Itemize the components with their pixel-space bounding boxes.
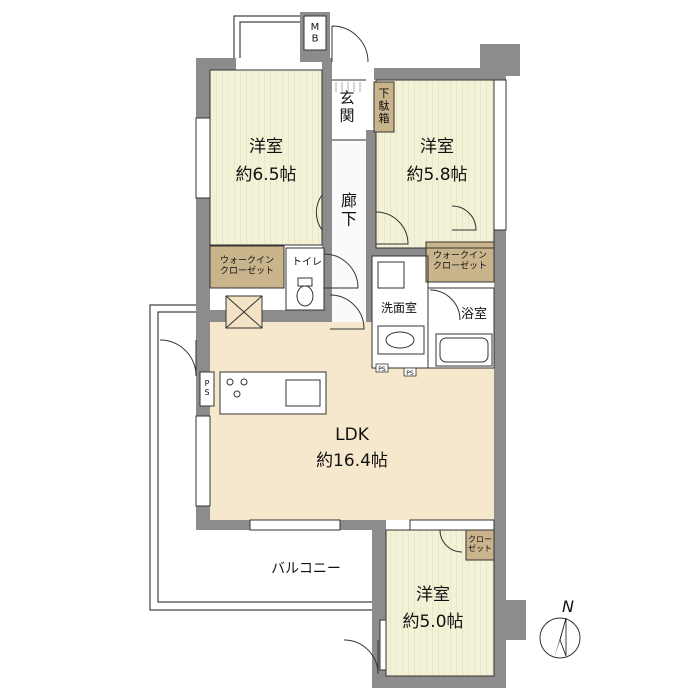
closet-label: クローゼット	[468, 535, 492, 553]
ps3-box	[375, 363, 389, 373]
ps2-label: PS	[406, 370, 414, 377]
toilet-tank	[297, 277, 313, 287]
kitchen-counter	[219, 371, 327, 415]
compass	[539, 617, 581, 659]
wic2-box	[425, 241, 495, 283]
room3-name: 洋室	[416, 585, 450, 605]
room1-door	[315, 194, 323, 231]
getabako-label: 下駄箱	[379, 87, 390, 125]
room3-size: 約5.0帖	[402, 612, 463, 632]
yoku-label: 浴室	[461, 306, 487, 322]
genkan-label: 玄関	[339, 89, 354, 124]
washer	[377, 261, 405, 289]
room2-size: 約5.8帖	[406, 165, 467, 185]
stove-3	[233, 390, 241, 398]
closet-door	[439, 529, 463, 553]
kitchen	[199, 371, 327, 415]
ldk-size: 約16.4帖	[316, 451, 388, 471]
stove-2	[240, 378, 248, 386]
stove-1	[226, 378, 234, 386]
bathtub-inner	[439, 337, 489, 363]
ldk-name: LDK	[335, 425, 370, 445]
genkan-hatch	[335, 82, 361, 92]
closet-small-box	[465, 529, 495, 561]
doors	[159, 25, 477, 675]
ps3-label: PS	[378, 366, 386, 373]
toilet-door	[323, 253, 359, 289]
north-label: N	[562, 597, 574, 616]
senmen-door	[429, 289, 461, 321]
balcony-outline	[149, 304, 380, 611]
wic2-door	[451, 205, 477, 231]
room2-name: 洋室	[420, 137, 454, 157]
room1-name: 洋室	[249, 137, 283, 157]
ldk-floor-ext	[330, 330, 370, 370]
wic1-label: ウォークインクローゼット	[220, 255, 274, 276]
ldk-floor-ext2	[372, 378, 494, 520]
getabako-box	[373, 81, 395, 133]
ps1-box	[199, 371, 215, 407]
compass-ring	[539, 617, 581, 659]
roka-label: 廊下	[341, 191, 357, 228]
ps2-box	[403, 367, 417, 377]
windows	[195, 79, 507, 671]
sink	[285, 379, 321, 407]
room3-door	[343, 639, 379, 675]
toilet-fixture	[296, 285, 314, 307]
room2-door	[375, 211, 409, 245]
balcony-door	[159, 339, 197, 377]
senmen-label: 洗面室	[381, 300, 417, 315]
ldk-door	[329, 294, 365, 330]
room1-size: 約6.5帖	[235, 165, 296, 185]
wic2-label: ウォークインクローゼット	[433, 250, 487, 271]
wic1-box	[209, 245, 285, 289]
mb-box	[303, 15, 327, 51]
room1-floor	[210, 70, 322, 245]
entrance-door	[331, 25, 369, 63]
balcony-label: バルコニー	[271, 561, 341, 577]
washbasin	[385, 331, 415, 349]
toilet-label: トイレ	[292, 257, 322, 268]
